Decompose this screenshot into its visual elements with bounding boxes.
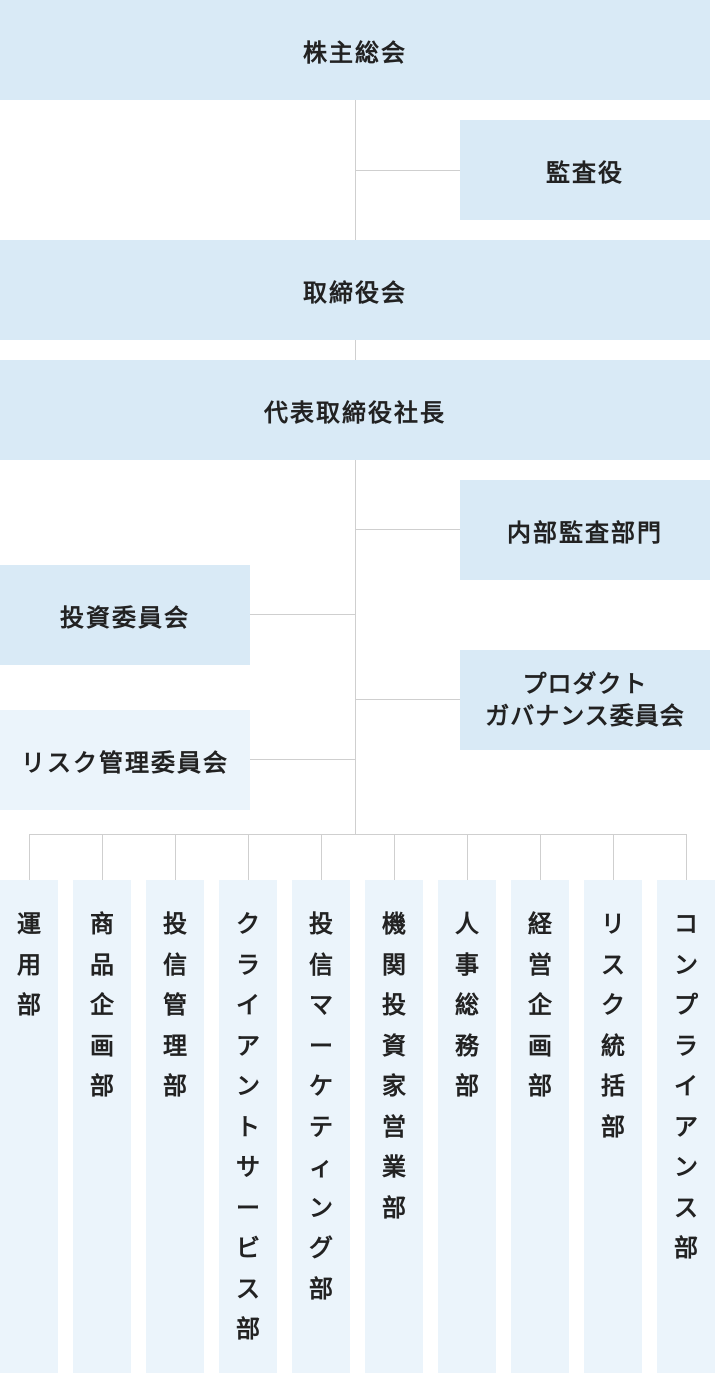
department-label: 投信管理部 bbox=[163, 910, 187, 1100]
department-box: 投信管理部 bbox=[146, 880, 204, 1373]
department-drop-line bbox=[248, 834, 249, 880]
internal-audit-box: 内部監査部門 bbox=[460, 480, 710, 580]
department-label: リスク統括部 bbox=[601, 910, 625, 1141]
shareholders-box: 株主総会 bbox=[0, 0, 710, 100]
department-drop-line bbox=[394, 834, 395, 880]
product-governance-line-1: プロダクト bbox=[522, 669, 648, 698]
department-box: クライアントサービス部 bbox=[219, 880, 277, 1373]
department-label: 機関投資家営業部 bbox=[382, 910, 406, 1222]
department-drop-line bbox=[467, 834, 468, 880]
department-box: 投信マーケティング部 bbox=[292, 880, 350, 1373]
department-drop-line bbox=[540, 834, 541, 880]
department-box: 商品企画部 bbox=[73, 880, 131, 1373]
risk-committee-box: リスク管理委員会 bbox=[0, 710, 250, 810]
department-drop-line bbox=[321, 834, 322, 880]
product-governance-box: プロダクト ガバナンス委員会 bbox=[460, 650, 710, 750]
department-box: 機関投資家営業部 bbox=[365, 880, 423, 1373]
department-box: 運用部 bbox=[0, 880, 58, 1373]
department-label: 経営企画部 bbox=[528, 910, 552, 1100]
risk-committee-connector bbox=[250, 759, 355, 760]
department-drop-line bbox=[29, 834, 30, 880]
department-box: 経営企画部 bbox=[511, 880, 569, 1373]
auditor-box: 監査役 bbox=[460, 120, 710, 220]
president-box: 代表取締役社長 bbox=[0, 360, 710, 460]
department-drop-line bbox=[613, 834, 614, 880]
department-drop-line bbox=[102, 834, 103, 880]
investment-committee-box: 投資委員会 bbox=[0, 565, 250, 665]
department-drop-line bbox=[686, 834, 687, 880]
internal-audit-connector bbox=[355, 529, 460, 530]
trunk-line-main bbox=[355, 460, 356, 834]
department-box: コンプライアンス部 bbox=[657, 880, 715, 1373]
department-box: 人事総務部 bbox=[438, 880, 496, 1373]
product-governance-line-2: ガバナンス委員会 bbox=[485, 702, 685, 730]
department-label: 商品企画部 bbox=[90, 910, 114, 1100]
department-label: クライアントサービス部 bbox=[236, 910, 260, 1343]
department-label: 運用部 bbox=[17, 910, 41, 1019]
board-box: 取締役会 bbox=[0, 240, 710, 340]
department-bus-line bbox=[29, 834, 686, 835]
product-governance-connector bbox=[355, 699, 460, 700]
department-label: 人事総務部 bbox=[455, 910, 479, 1100]
department-label: コンプライアンス部 bbox=[674, 910, 698, 1262]
department-drop-line bbox=[175, 834, 176, 880]
auditor-connector bbox=[355, 170, 460, 171]
investment-committee-connector bbox=[250, 614, 355, 615]
board-to-president-line bbox=[355, 340, 356, 360]
department-label: 投信マーケティング部 bbox=[309, 910, 333, 1303]
department-box: リスク統括部 bbox=[584, 880, 642, 1373]
